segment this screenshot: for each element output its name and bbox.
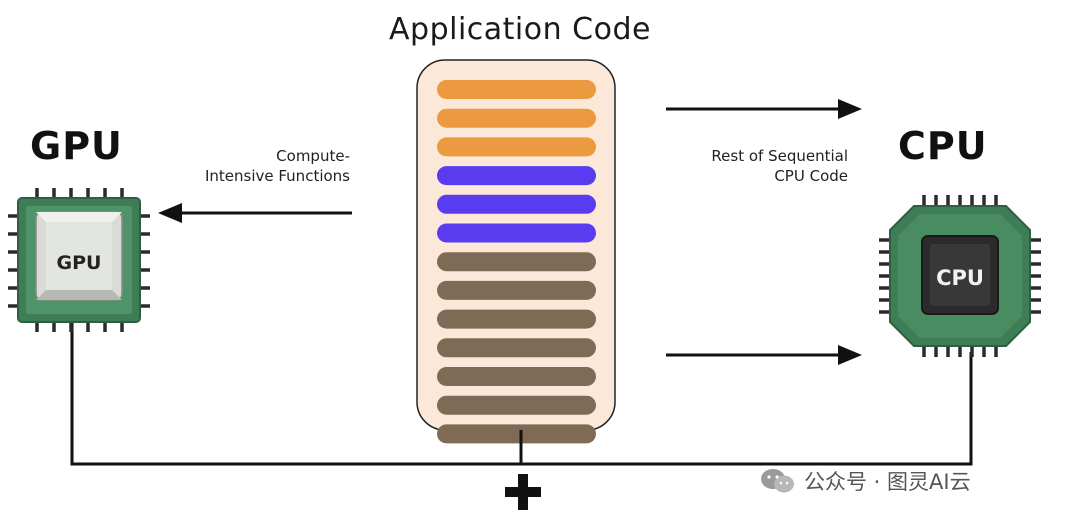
code-row-orange xyxy=(437,137,596,157)
code-row-blue xyxy=(437,223,596,243)
arrowhead-right-icon xyxy=(838,345,862,365)
gpu-heading: GPU xyxy=(30,124,123,168)
wechat-icon xyxy=(761,469,794,493)
code-row-brown xyxy=(437,395,596,415)
arrowhead-left-icon xyxy=(158,203,182,223)
code-rows xyxy=(437,80,596,444)
sequential-code-label: Rest of Sequential CPU Code xyxy=(650,146,848,186)
arrowhead-right-icon xyxy=(838,99,862,119)
cpu-chip-label: CPU xyxy=(936,266,984,290)
code-row-brown xyxy=(437,309,596,329)
compute-intensive-line-1: Compute- xyxy=(276,147,350,165)
watermark-text: 公众号 · 图灵AI云 xyxy=(804,470,971,494)
plus-icon xyxy=(505,474,541,510)
arrow-to-cpu-bottom xyxy=(666,345,862,365)
code-row-orange xyxy=(437,80,596,99)
gpu-chip-icon: GPU xyxy=(8,188,150,332)
code-row-brown xyxy=(437,367,596,386)
sequential-code-line-2: CPU Code xyxy=(774,167,848,185)
arrow-to-cpu-top xyxy=(666,99,862,119)
cpu-heading: CPU xyxy=(898,124,988,168)
code-row-brown xyxy=(437,338,596,358)
compute-intensive-line-2: Intensive Functions xyxy=(204,167,350,185)
code-row-brown xyxy=(437,280,596,300)
sequential-code-line-1: Rest of Sequential xyxy=(711,147,848,165)
cpu-chip-icon: CPU xyxy=(879,195,1041,357)
arrow-to-gpu xyxy=(158,203,352,223)
watermark: 公众号 · 图灵AI云 xyxy=(760,466,971,496)
compute-intensive-label: Compute- Intensive Functions xyxy=(205,146,350,186)
code-row-blue xyxy=(437,166,596,186)
code-row-brown xyxy=(437,252,596,272)
merge-connector xyxy=(70,322,973,466)
gpu-chip-label: GPU xyxy=(57,252,102,274)
diagram-title: Application Code xyxy=(389,12,651,47)
code-row-blue xyxy=(437,194,596,214)
code-row-brown xyxy=(437,424,596,444)
code-row-orange xyxy=(437,108,596,128)
